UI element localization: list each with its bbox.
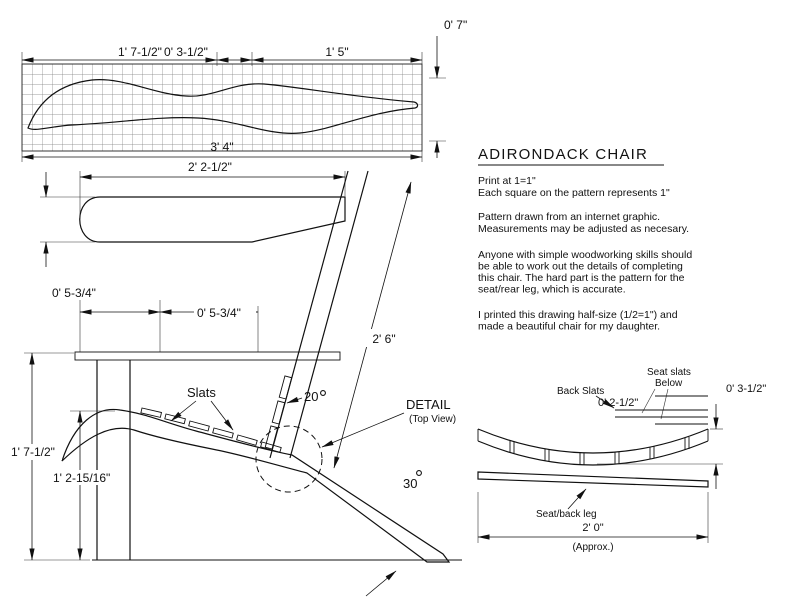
pattern-outline xyxy=(27,79,419,134)
seat-curve-bottom xyxy=(477,440,709,466)
leader-line xyxy=(210,400,234,431)
note-line: Each square on the pattern represents 1" xyxy=(478,187,670,199)
armrest-view: 2' 2-1/2" 0' 5-3/4" 0' 5-3/4" 2' 6" xyxy=(40,160,412,469)
dim-seat-height: 1' 2-15/16" xyxy=(53,471,110,485)
angle-rear-leg-value: 30 xyxy=(403,476,417,491)
arm-support-board xyxy=(74,351,341,361)
dim-text-mask xyxy=(50,470,118,485)
dim-text-mask xyxy=(362,329,406,347)
seat-back-leg-board xyxy=(477,471,709,488)
dim-spacing-2: 0' 5-3/4" xyxy=(197,306,241,320)
leader-line xyxy=(170,400,197,422)
dim-sag: 0' 3-1/2" xyxy=(726,383,766,395)
seat-slat-joints xyxy=(509,437,690,465)
seat-slat xyxy=(140,407,163,418)
leader-line xyxy=(641,388,656,414)
drawing-title: ADIRONDACK CHAIR xyxy=(478,146,648,163)
dim-detail-width: 2' 0" xyxy=(582,522,603,534)
note-line: made a beautiful chair for my daughter. xyxy=(478,321,660,333)
pattern-view: 1' 7-1/2" 0' 3-1/2" 1' 5" 3' 4" 0' 7" xyxy=(21,18,467,162)
label-back-slats: Back Slats xyxy=(557,386,604,397)
label-seat-back-leg: Seat/back leg xyxy=(536,509,597,520)
seat-slat xyxy=(260,441,282,453)
angle-back-value: 20 xyxy=(304,389,318,404)
dim-pattern-c: 1' 5" xyxy=(325,45,348,59)
seat-slat xyxy=(236,434,258,446)
back-leg-edge-right xyxy=(289,170,369,459)
seat-curve-top xyxy=(477,428,709,454)
note-line: Pattern drawn from an internet graphic. xyxy=(478,211,660,223)
degree-icon xyxy=(320,390,326,396)
label-seat-slats-1: Seat slats xyxy=(647,367,691,378)
dim-text-mask xyxy=(8,444,62,460)
label-slats: Slats xyxy=(187,385,216,400)
leader-line xyxy=(321,412,405,448)
detail-view: Seat slats Below Back Slats 0' 2-1/2" 0'… xyxy=(477,367,766,553)
note-line: Print at 1=1" xyxy=(478,175,536,187)
leader-line xyxy=(595,395,615,409)
leader-line xyxy=(365,570,397,597)
back-slat-section xyxy=(264,425,279,450)
dim-overall-height: 1' 7-1/2" xyxy=(11,445,55,459)
seat-slat xyxy=(212,427,234,439)
dim-pattern-b: 0' 3-1/2" xyxy=(164,45,208,59)
note-line: this chair. The hard part is the pattern… xyxy=(478,272,685,284)
dim-text-mask xyxy=(194,306,256,320)
side-view: Slats 20 DETAIL (Top View) 1' 7-1/2" 1' … xyxy=(8,351,462,597)
note-line: seat/rear leg, which is accurate. xyxy=(478,284,626,296)
title-block: ADIRONDACK CHAIR Print at 1=1" Each squa… xyxy=(478,146,692,333)
label-detail-sub: (Top View) xyxy=(409,414,456,425)
seat-rail-outline xyxy=(61,408,451,563)
dim-pattern-a: 1' 7-1/2" xyxy=(118,45,162,59)
leader-line xyxy=(286,396,303,404)
dim-spacing-1: 0' 5-3/4" xyxy=(52,286,96,300)
leader-line xyxy=(660,388,669,420)
note-line: Anyone with simple woodworking skills sh… xyxy=(478,249,692,261)
note-line: Measurements may be adjusted as necesary… xyxy=(478,223,689,235)
dim-back-leg: 2' 6" xyxy=(372,332,395,346)
note-line: I printed this drawing half-size (1/2=1"… xyxy=(478,309,678,321)
back-slat-section xyxy=(278,375,293,400)
detail-callout-circle xyxy=(255,425,323,493)
back-slat-section xyxy=(271,400,286,425)
dim-arm-length: 2' 2-1/2" xyxy=(188,160,232,174)
dim-pattern-total: 3' 4" xyxy=(210,140,233,154)
armrest-outline xyxy=(79,196,346,243)
label-seat-slats-2: Below xyxy=(655,378,683,389)
dim-line-back-leg xyxy=(333,181,412,469)
note-line: be able to work out the details of compl… xyxy=(478,261,683,273)
dim-pattern-height: 0' 7" xyxy=(444,18,467,32)
degree-icon xyxy=(416,470,422,476)
dim-slat-width: 0' 2-1/2" xyxy=(598,397,638,409)
label-detail: DETAIL xyxy=(406,397,451,412)
pattern-grid xyxy=(21,63,423,152)
leader-line xyxy=(567,488,587,510)
seat-slat xyxy=(188,420,210,432)
dim-detail-width-qualifier: (Approx.) xyxy=(572,542,613,553)
